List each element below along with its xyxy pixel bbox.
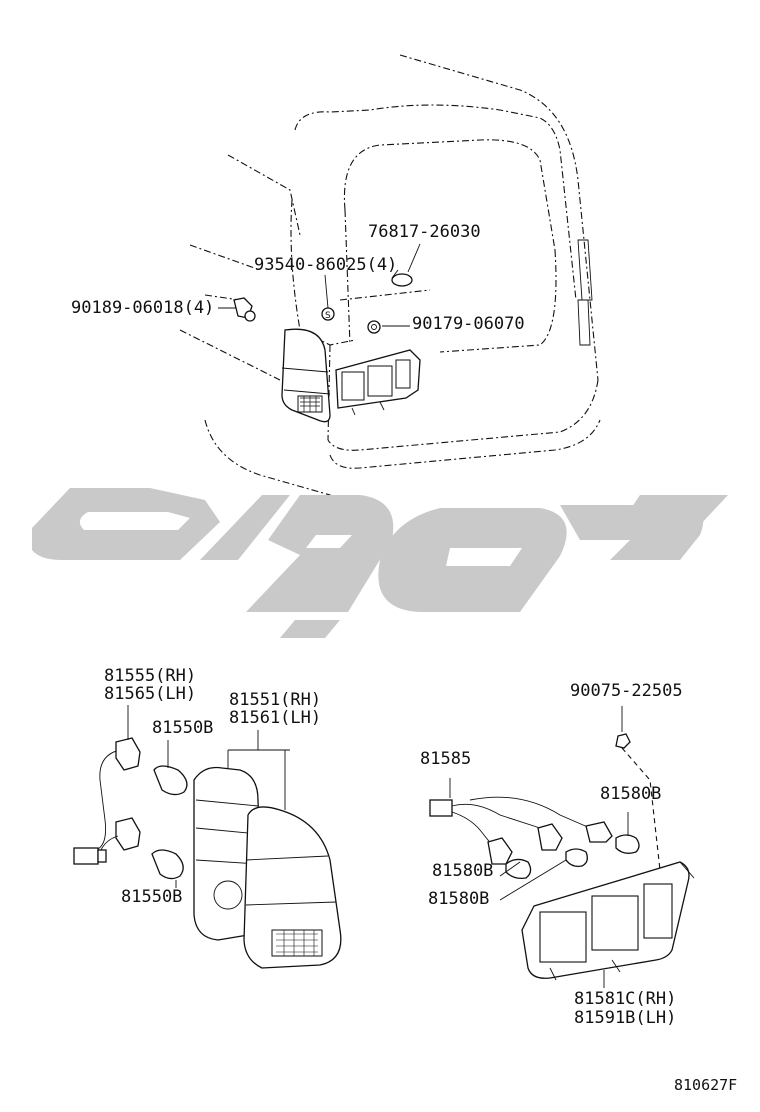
label-part-76817: 76817-26030 (368, 222, 481, 242)
bulb-76817 (391, 269, 413, 287)
svg-text:S: S (325, 311, 331, 321)
label-part-81561: 81561(LH) (229, 708, 322, 728)
watermark-logo (32, 488, 728, 638)
label-part-81581c: 81581C(RH) (574, 989, 677, 1009)
label-part-90075: 90075-22505 (570, 681, 683, 701)
nut-90075 (615, 733, 631, 749)
label-part-81580b-right: 81580B (600, 784, 662, 804)
label-part-93540: 93540-86025(4) (254, 255, 398, 275)
label-part-81550b-top: 81550B (152, 718, 214, 738)
bulb-81550b (151, 765, 188, 880)
label-part-81585: 81585 (420, 749, 472, 769)
leader-lines-right (449, 706, 661, 988)
tail-lamp-assembled-left (281, 328, 331, 423)
label-part-81555: 81555(RH) (104, 666, 197, 686)
label-part-81550b-bottom: 81550B (121, 887, 183, 907)
screw-90189 (233, 297, 256, 322)
label-part-90189: 90189-06018(4) (71, 298, 215, 318)
label-part-81551: 81551(RH) (229, 690, 322, 710)
label-part-81565: 81565(LH) (104, 684, 197, 704)
figure-code: 810627F (674, 1076, 738, 1094)
back-door-lamp-81581 (521, 861, 695, 981)
lamp-lens-81551 (243, 806, 342, 969)
socket-wire-81555 (73, 737, 141, 865)
bulb-81580b (505, 834, 640, 880)
label-part-90179: 90179-06070 (412, 314, 525, 334)
clip-93540: S (321, 307, 335, 321)
label-part-81591b: 81591B(LH) (574, 1008, 677, 1028)
label-part-81580b-mid: 81580B (432, 861, 494, 881)
leader-lines-top (218, 243, 421, 327)
nut-90179 (367, 320, 381, 334)
leader-lines-left (127, 705, 290, 888)
vehicle-body-outline (179, 54, 601, 501)
wire-harness-81585 (429, 796, 613, 865)
back-door-lamp-assembled (335, 349, 421, 416)
label-part-81580b-low: 81580B (428, 889, 490, 909)
